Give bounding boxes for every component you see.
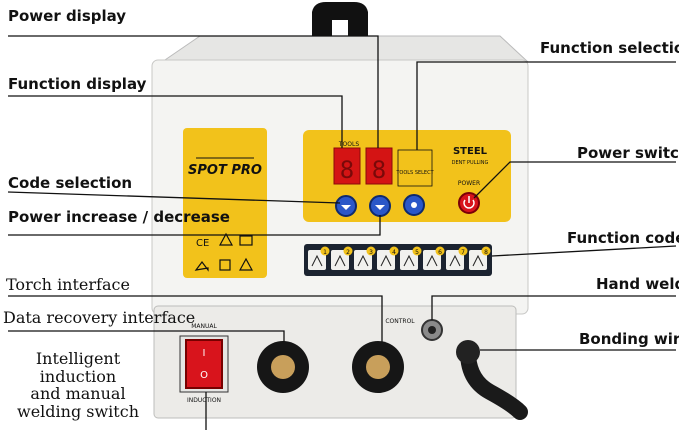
bonding-wire-cable [460,344,528,420]
label-mode-switch-line3: welding switch [17,401,139,421]
power-display-digit: 8 [372,156,386,184]
bonding-wire-boot [456,340,480,364]
function-code-icon [357,254,369,267]
function-code-cells: 1 2 3 4 5 6 7 8 [308,246,491,270]
brand-text: SPOT PRO [188,163,262,178]
function-code-icon [311,254,323,267]
function-code-badge [389,246,399,256]
function-code-number: 3 [369,249,373,256]
label-function-display: Function display [8,75,147,93]
function-code-number: 4 [392,249,396,256]
machine-top [160,35,530,63]
label-code-selection: Code selection [8,174,133,192]
brand-sticker [183,128,267,278]
dent-pulling-label: DENT PULLING [452,160,489,166]
function-code-badge [343,246,353,256]
hand-weld-pin [428,326,436,334]
function-code-badge [458,246,468,256]
tools-select-label: TOOLS SELECT [395,170,434,176]
function-code-badge [320,246,330,256]
function-code-icon [426,254,438,267]
function-code-number: 2 [346,249,350,256]
function-code-icon [449,254,461,267]
function-display [333,147,361,185]
mode-switch-mark-i: I [203,348,206,359]
function-code-icon [334,254,346,267]
power-icon [463,196,475,209]
label-power-display: Power display [8,7,127,25]
function-code-number: 7 [461,249,465,256]
label-function-selection: Function selection [540,39,679,57]
left-socket-pin [271,355,295,379]
label-function-code: Function code [567,229,679,247]
warning-symbols: CE [194,232,254,272]
tools-select-box [397,149,433,187]
leader-lines [7,35,677,430]
function-code-badge [481,246,491,256]
function-code-badge [366,246,376,256]
function-code-icon [472,254,484,267]
function-code-number: 6 [438,249,442,256]
svg-text:CE: CE [196,238,209,249]
power-label: POWER [458,180,480,187]
control-label: CONTROL [385,318,415,325]
power-display [365,147,393,185]
function-code-number: 1 [323,249,327,256]
induction-label: INDUCTION [187,397,221,404]
label-mode-switch: Intelligent induction and manual welding… [0,350,158,420]
button-arrows [341,202,417,210]
label-bonding-wire: Bonding wire [579,330,679,348]
label-data-recovery: Data recovery interface [3,308,196,327]
mode-switch-mark-o: O [200,370,208,381]
label-hand-weld: Hand weld [596,275,679,293]
tools-label: TOOLS [338,141,359,148]
manual-label: MANUAL [191,323,217,330]
function-code-number: 8 [484,249,488,256]
function-code-badge [435,246,445,256]
label-mode-switch-line1: Intelligent induction [35,349,121,386]
function-display-digit: 8 [340,156,354,184]
torch-socket-pin [366,355,390,379]
function-code-icon [380,254,392,267]
mode-switch[interactable] [185,339,223,389]
function-code-number: 5 [415,249,419,256]
function-code-badge [412,246,422,256]
label-mode-switch-line2: and manual [30,384,126,404]
label-power-switch: Power switch [577,144,679,162]
function-code-icon [403,254,415,267]
label-power-increase: Power increase / decrease [8,208,230,226]
steel-label: STEEL [453,146,488,157]
label-torch-interface: Torch interface [6,275,130,294]
